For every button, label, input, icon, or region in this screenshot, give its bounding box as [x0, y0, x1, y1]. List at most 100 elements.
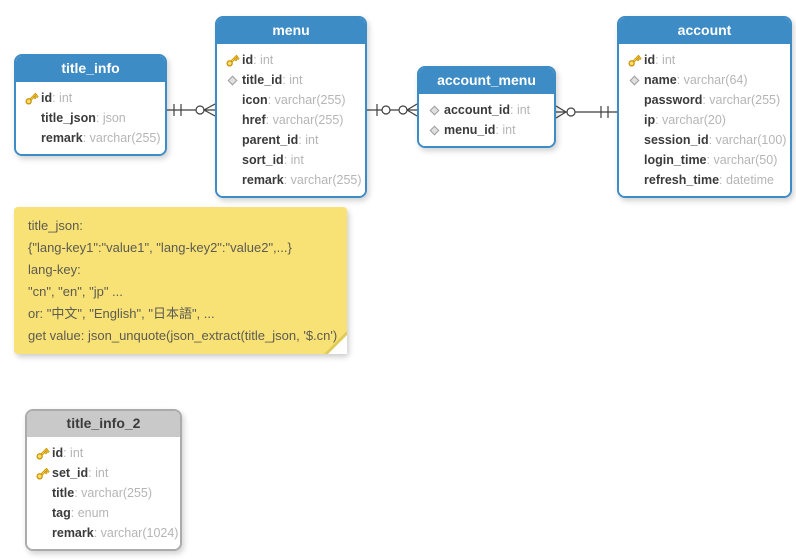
sticky-note[interactable]: title_json:{"lang-key1":"value1", "lang-… [14, 207, 347, 354]
field-type: : varchar(255) [265, 113, 344, 127]
field-row-id[interactable]: id: int [217, 50, 365, 70]
note-line: "cn", "en", "jp" ... [28, 284, 123, 299]
field-row-menu_id[interactable]: menu_id: int [419, 120, 554, 140]
field-row-id[interactable]: id: int [27, 443, 180, 463]
field-icon-spacer [22, 130, 41, 146]
cardinality-zero-circle [398, 105, 408, 115]
field-type: : datetime [719, 173, 774, 187]
field-row-icon[interactable]: icon: varchar(255) [217, 90, 365, 110]
field-icon-spacer [223, 172, 242, 188]
field-name: id [242, 53, 254, 67]
field-type: : int [88, 466, 109, 480]
relationship-title_info-menu[interactable] [167, 103, 216, 117]
field-name: session_id [644, 133, 709, 147]
relationship-account_menu-account[interactable] [555, 105, 617, 119]
field-row-account_id[interactable]: account_id: int [419, 100, 554, 120]
field-row-id[interactable]: id: int [16, 88, 165, 108]
cardinality-zero-circle [566, 107, 576, 117]
field-row-ip[interactable]: ip: varchar(20) [619, 110, 790, 130]
relationship-menu-account_menu[interactable] [367, 103, 418, 117]
field-name: sort_id [242, 153, 284, 167]
field-type: : varchar(20) [655, 113, 726, 127]
field-row-login_time[interactable]: login_time: varchar(50) [619, 150, 790, 170]
field-icon-spacer [223, 152, 242, 168]
field-row-set_id[interactable]: set_id: int [27, 463, 180, 483]
field-row-remark[interactable]: remark: varchar(1024) [27, 523, 180, 543]
field-name: icon [242, 93, 268, 107]
field-row-refresh_time[interactable]: refresh_time: datetime [619, 170, 790, 190]
field-row-session_id[interactable]: session_id: varchar(100) [619, 130, 790, 150]
field-icon-spacer [625, 92, 644, 108]
field-row-href[interactable]: href: varchar(255) [217, 110, 365, 130]
field-name: password [644, 93, 703, 107]
field-name: id [644, 53, 656, 67]
field-name: title_id [242, 73, 283, 87]
field-type: : varchar(1024) [93, 526, 179, 540]
cardinality-zero-circle [195, 105, 205, 115]
field-row-tag[interactable]: tag: enum [27, 503, 180, 523]
field-icon-spacer [223, 132, 242, 148]
foreign-key-icon [425, 102, 444, 118]
table-header[interactable]: account [619, 18, 790, 44]
field-icon-spacer [22, 110, 41, 126]
field-type: : varchar(50) [706, 153, 778, 167]
primary-key-icon [33, 445, 52, 461]
field-name: ip [644, 113, 656, 127]
field-row-name[interactable]: name: varchar(64) [619, 70, 790, 90]
field-row-parent_id[interactable]: parent_id: int [217, 130, 365, 150]
note-line: get value: json_unquote(json_extract(tit… [28, 328, 338, 343]
field-type: : varchar(64) [676, 73, 748, 87]
table-header[interactable]: menu [217, 18, 365, 44]
foreign-key-icon [223, 72, 242, 88]
field-row-id[interactable]: id: int [619, 50, 790, 70]
field-name: id [41, 91, 53, 105]
field-row-title[interactable]: title: varchar(255) [27, 483, 180, 503]
field-icon-spacer [625, 132, 644, 148]
note-line: lang-key: [28, 262, 81, 277]
field-type: : int [282, 73, 303, 87]
field-row-remark[interactable]: remark: varchar(255) [217, 170, 365, 190]
field-name: name [644, 73, 677, 87]
field-icon-spacer [625, 112, 644, 128]
crows-foot [406, 109, 418, 117]
field-row-remark[interactable]: remark: varchar(255) [16, 128, 165, 148]
table-header[interactable]: title_info_2 [27, 411, 180, 437]
field-row-title_json[interactable]: title_json: json [16, 108, 165, 128]
primary-key-icon [33, 465, 52, 481]
crows-foot [555, 105, 567, 113]
field-type: : varchar(255) [267, 93, 346, 107]
field-icon-spacer [625, 172, 644, 188]
note-line: or: "中文", "English", "日本語", ... [28, 306, 215, 321]
field-type: : int [655, 53, 676, 67]
field-type: : int [510, 103, 531, 117]
foreign-key-icon [625, 72, 644, 88]
table-header[interactable]: title_info [16, 56, 165, 82]
primary-key-icon [22, 90, 41, 106]
field-icon-spacer [33, 525, 52, 541]
field-row-password[interactable]: password: varchar(255) [619, 90, 790, 110]
primary-key-icon [625, 52, 644, 68]
table-header[interactable]: account_menu [419, 68, 554, 94]
field-name: remark [41, 131, 83, 145]
table-title: menu [272, 22, 310, 38]
field-row-sort_id[interactable]: sort_id: int [217, 150, 365, 170]
cardinality-zero-circle [381, 105, 391, 115]
field-type: : varchar(255) [82, 131, 161, 145]
field-type: : int [298, 133, 319, 147]
field-type: : varchar(255) [283, 173, 362, 187]
note-folded-corner-icon [328, 335, 347, 354]
primary-key-icon [223, 52, 242, 68]
field-icon-spacer [33, 505, 52, 521]
field-row-title_id[interactable]: title_id: int [217, 70, 365, 90]
field-icon-spacer [223, 112, 242, 128]
